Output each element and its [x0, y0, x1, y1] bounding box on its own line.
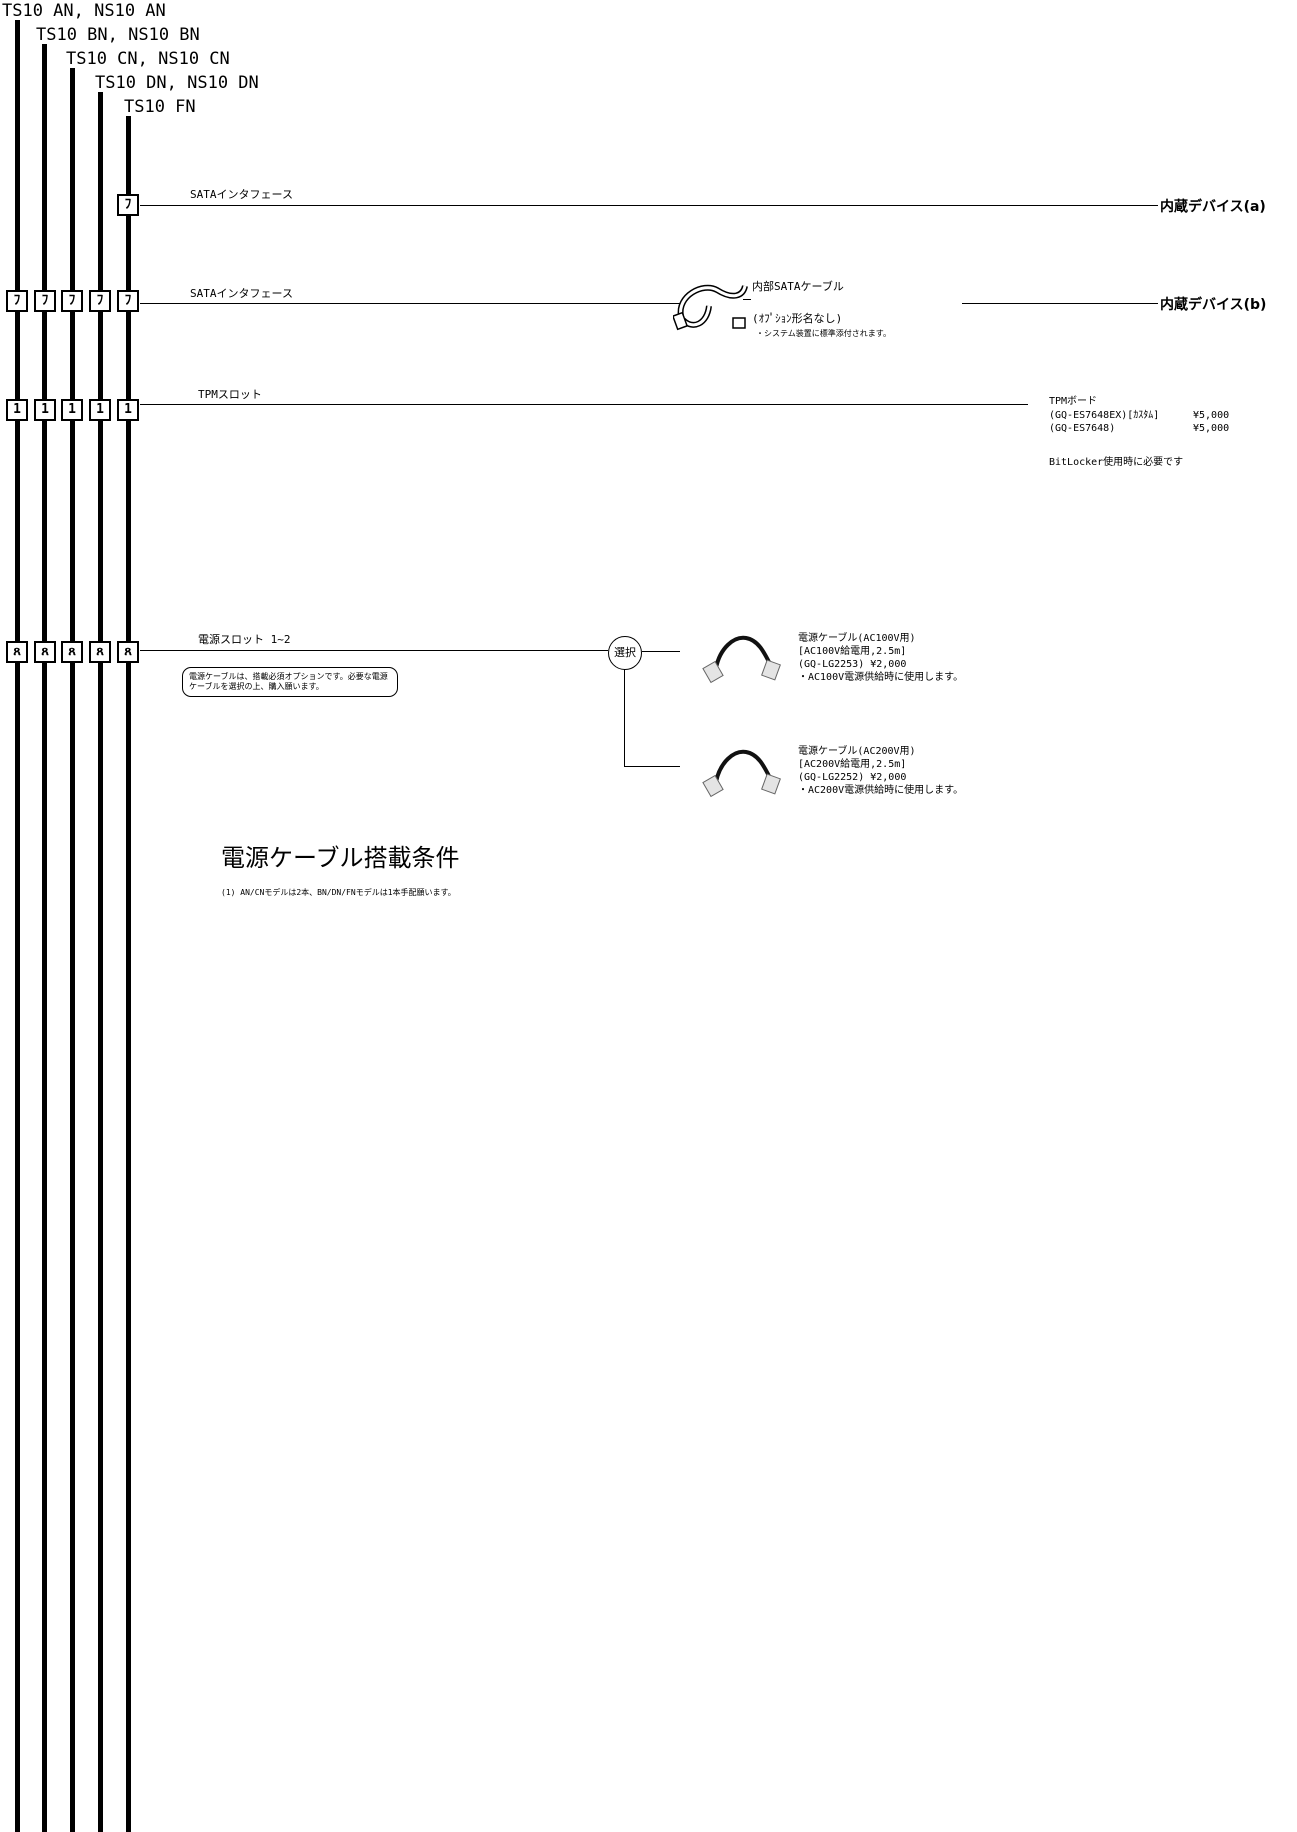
sata-cable-image — [673, 284, 748, 331]
tpm-slot-dn: 1 — [89, 399, 111, 421]
power-slot-dn: ጸ — [89, 641, 111, 663]
model-bar-cn — [70, 68, 75, 1832]
power-option-1-line — [642, 651, 680, 652]
tpm-item-code-1: (GQ-ES7648EX)[ｶｽﾀﾑ] — [1049, 410, 1160, 421]
model-name-cn: TS10 CN, NS10 CN — [66, 49, 230, 69]
tpm-item-price-2: ¥5,000 — [1193, 423, 1230, 434]
power-line — [140, 650, 608, 651]
tpm-slot-cn: 1 — [61, 399, 83, 421]
sata-b-slot-bn: ﾌ — [34, 290, 56, 312]
sata-b-line-left — [140, 303, 680, 304]
sata-cable-tick — [743, 299, 751, 300]
model-bar-dn — [98, 92, 103, 1832]
sata-a-label: SATAインタフェース — [190, 188, 293, 201]
tpm-slot-bn: 1 — [34, 399, 56, 421]
model-name-dn: TS10 DN, NS10 DN — [95, 73, 259, 93]
tpm-slot-fn: 1 — [117, 399, 139, 421]
model-bar-an — [15, 20, 20, 1832]
power-slot-bn: ጸ — [34, 641, 56, 663]
tpm-label: TPMスロット — [198, 388, 262, 401]
select-branch-vertical — [624, 669, 625, 767]
power-label: 電源スロット 1~2 — [198, 633, 291, 646]
power-option-2-note: ・AC200V電源供給時に使用します。 — [798, 785, 964, 796]
sata-b-slot-dn: ﾌ — [89, 290, 111, 312]
sata-b-label: SATAインタフェース — [190, 287, 293, 300]
power-cable-100v-image — [702, 635, 781, 684]
tpm-item-code-2: (GQ-ES7648) — [1049, 423, 1116, 434]
power-slot-cn: ጸ — [61, 641, 83, 663]
power-slot-an: ጸ — [6, 641, 28, 663]
tpm-line — [140, 404, 1028, 405]
tpm-slot-an: 1 — [6, 399, 28, 421]
power-option-1-spec: [AC100V給電用,2.5m] — [798, 646, 907, 657]
power-option-1-name: 電源ケーブル(AC100V用) — [798, 633, 916, 644]
sata-cable-name: 内部SATAケーブル — [752, 280, 844, 293]
conditions-title: 電源ケーブル搭載条件 — [221, 844, 460, 872]
model-bar-bn — [42, 44, 47, 1832]
sata-b-line-right — [962, 303, 1158, 304]
power-option-2-line — [624, 766, 680, 767]
power-option-2-code: (GQ-LG2252) ¥2,000 — [798, 772, 907, 783]
power-option-1-note: ・AC100V電源供給時に使用します。 — [798, 672, 964, 683]
model-bar-fn — [126, 116, 131, 1832]
tpm-note: BitLocker使用時に必要です — [1049, 457, 1184, 468]
sata-a-slot-fn: ﾌ — [117, 194, 139, 216]
device-b-label: 内蔵デバイス(b) — [1160, 297, 1267, 313]
sata-b-slot-fn: ﾌ — [117, 290, 139, 312]
model-name-bn: TS10 BN, NS10 BN — [36, 25, 200, 45]
power-cable-200v-image — [702, 749, 781, 798]
tpm-item-price-1: ¥5,000 — [1193, 410, 1230, 421]
power-option-2-spec: [AC200V給電用,2.5m] — [798, 759, 907, 770]
device-a-label: 内蔵デバイス(a) — [1160, 199, 1266, 215]
power-note: 電源ケーブルは、搭載必須オプションです。必要な電源ケーブルを選択の上、購入願いま… — [182, 667, 398, 697]
power-slot-fn: ጸ — [117, 641, 139, 663]
select-node: 選択 — [608, 636, 642, 670]
power-option-1-code: (GQ-LG2253) ¥2,000 — [798, 659, 907, 670]
sata-b-slot-an: ﾌ — [6, 290, 28, 312]
conditions-item-1: (1) AN/CNモデルは2本、BN/DN/FNモデルは1本手配願います。 — [221, 888, 456, 897]
sata-a-line — [140, 205, 1158, 206]
model-name-fn: TS10 FN — [124, 97, 196, 117]
model-name-an: TS10 AN, NS10 AN — [2, 1, 166, 21]
sata-cable-note: ・システム装置に標準添付されます。 — [756, 329, 891, 338]
tpm-product-name: TPMボード — [1049, 396, 1098, 407]
power-option-2-name: 電源ケーブル(AC200V用) — [798, 746, 916, 757]
sata-b-slot-cn: ﾌ — [61, 290, 83, 312]
sata-cable-option: (ｵﾌﾟｼｮﾝ形名なし) — [752, 312, 843, 325]
